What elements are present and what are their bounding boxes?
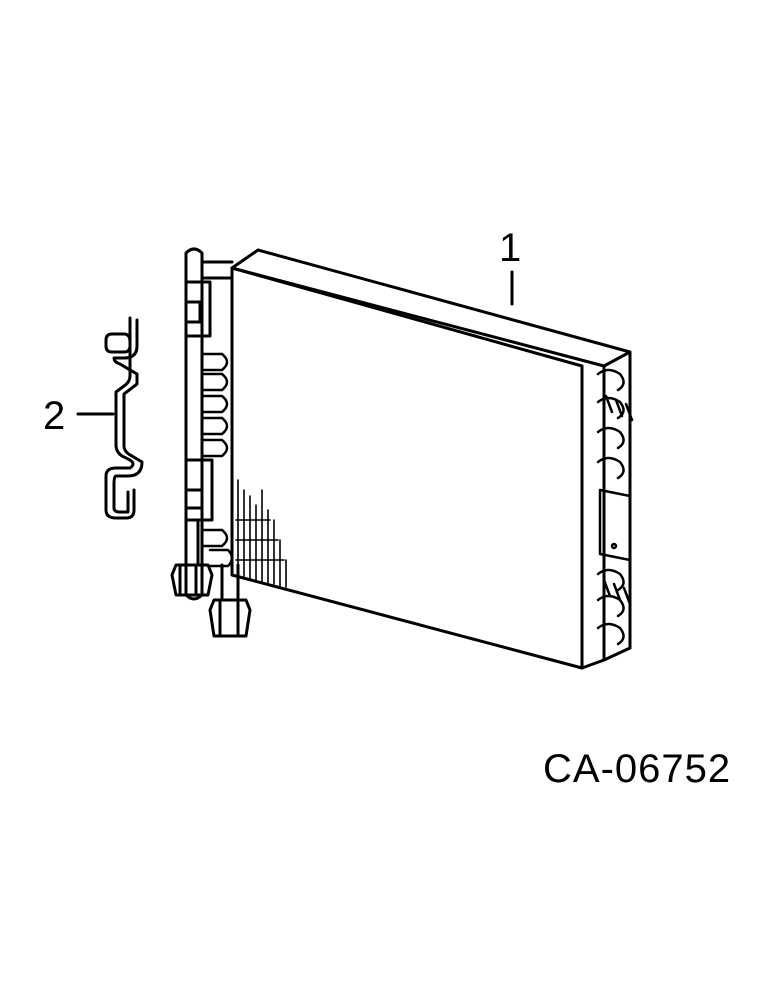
figure-code: CA-06752 — [543, 747, 732, 791]
right-return-bends — [596, 368, 634, 646]
inlet-fitting — [170, 518, 214, 597]
left-return-bends — [200, 352, 234, 568]
callout-label-1: 1 — [499, 226, 522, 270]
mounting-bracket — [104, 316, 144, 520]
condenser-core — [230, 248, 632, 670]
fin-shading — [235, 479, 287, 588]
callout-label-2: 2 — [43, 394, 66, 438]
